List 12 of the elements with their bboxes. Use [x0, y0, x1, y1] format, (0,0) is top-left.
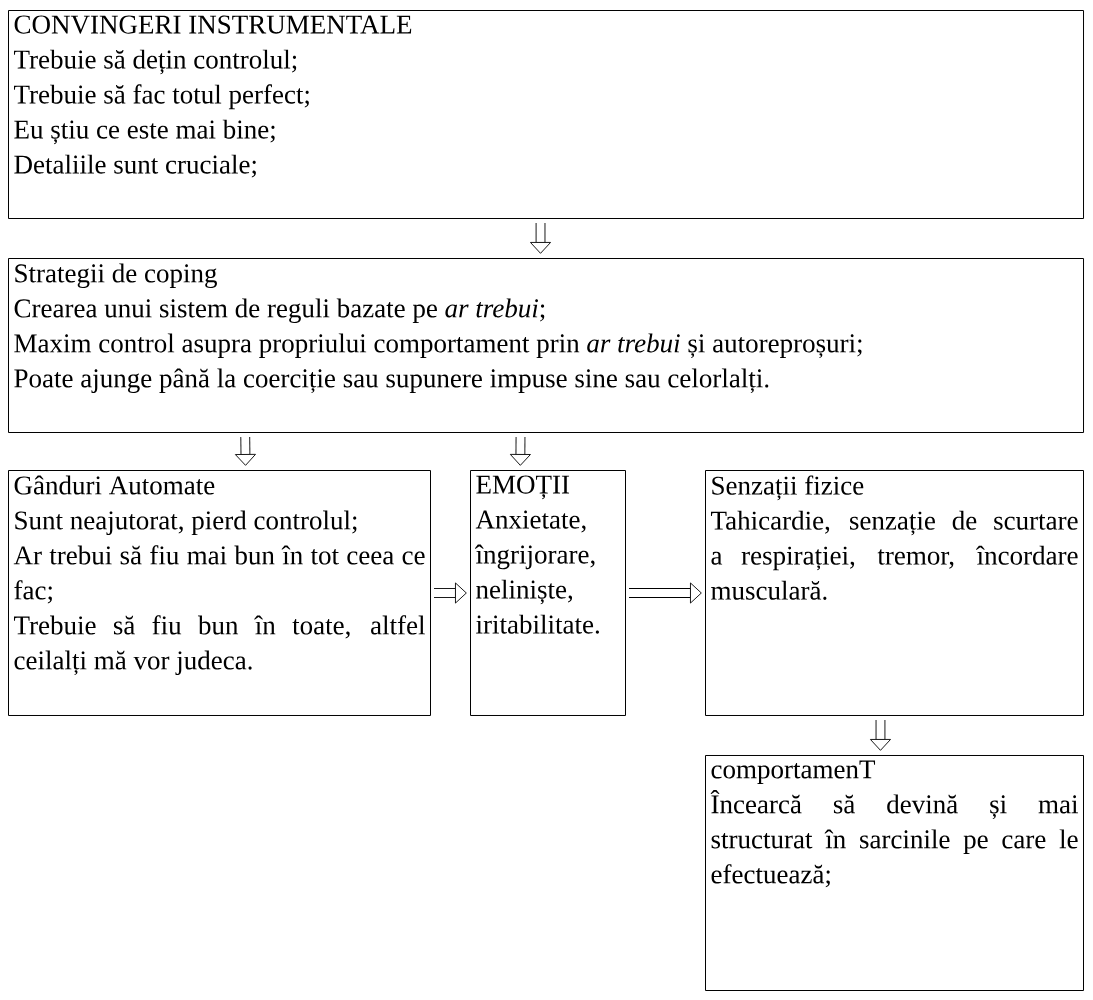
arrow — [234, 436, 256, 466]
arrow — [530, 223, 552, 254]
text-box: Strategii de coping Crearea unui sistem de reguli bazate pe ar trebui; Maxim control asupra propriului comportament prin ar trebui și autoreproșuri; Poate ajunge până la coerciție sau supunere impuse sine sau celorlalți. — [8, 258, 1084, 433]
text-box: CONVINGERI INSTRUMENTALE Trebuie să dețin controlul; Trebuie să fac totul perfect; Eu știu ce este mai bine; Detaliile sunt cruciale; — [8, 10, 1084, 219]
arrow — [434, 582, 467, 604]
text-box: Senzații fizice Tahicardie, senzație de scurtare a respirației, tremor, încordare musculară. — [705, 470, 1084, 716]
arrow — [869, 720, 891, 751]
text-box: comportamenT Încearcă să devină și mai structurat în sarcinile pe care le efectuează; — [705, 755, 1084, 991]
text-box: EMOȚII Anxietate, îngrijorare, neliniște, iritabilitate. — [470, 470, 626, 716]
text-box: Gânduri Automate Sunt neajutorat, pierd controlul; Ar trebui să fiu mai bun în tot ceea ce fac; Trebuie să fiu bun în toate, altfel ceilalți mă vor judeca. — [8, 470, 431, 716]
arrow — [509, 437, 531, 466]
arrow — [629, 582, 702, 604]
